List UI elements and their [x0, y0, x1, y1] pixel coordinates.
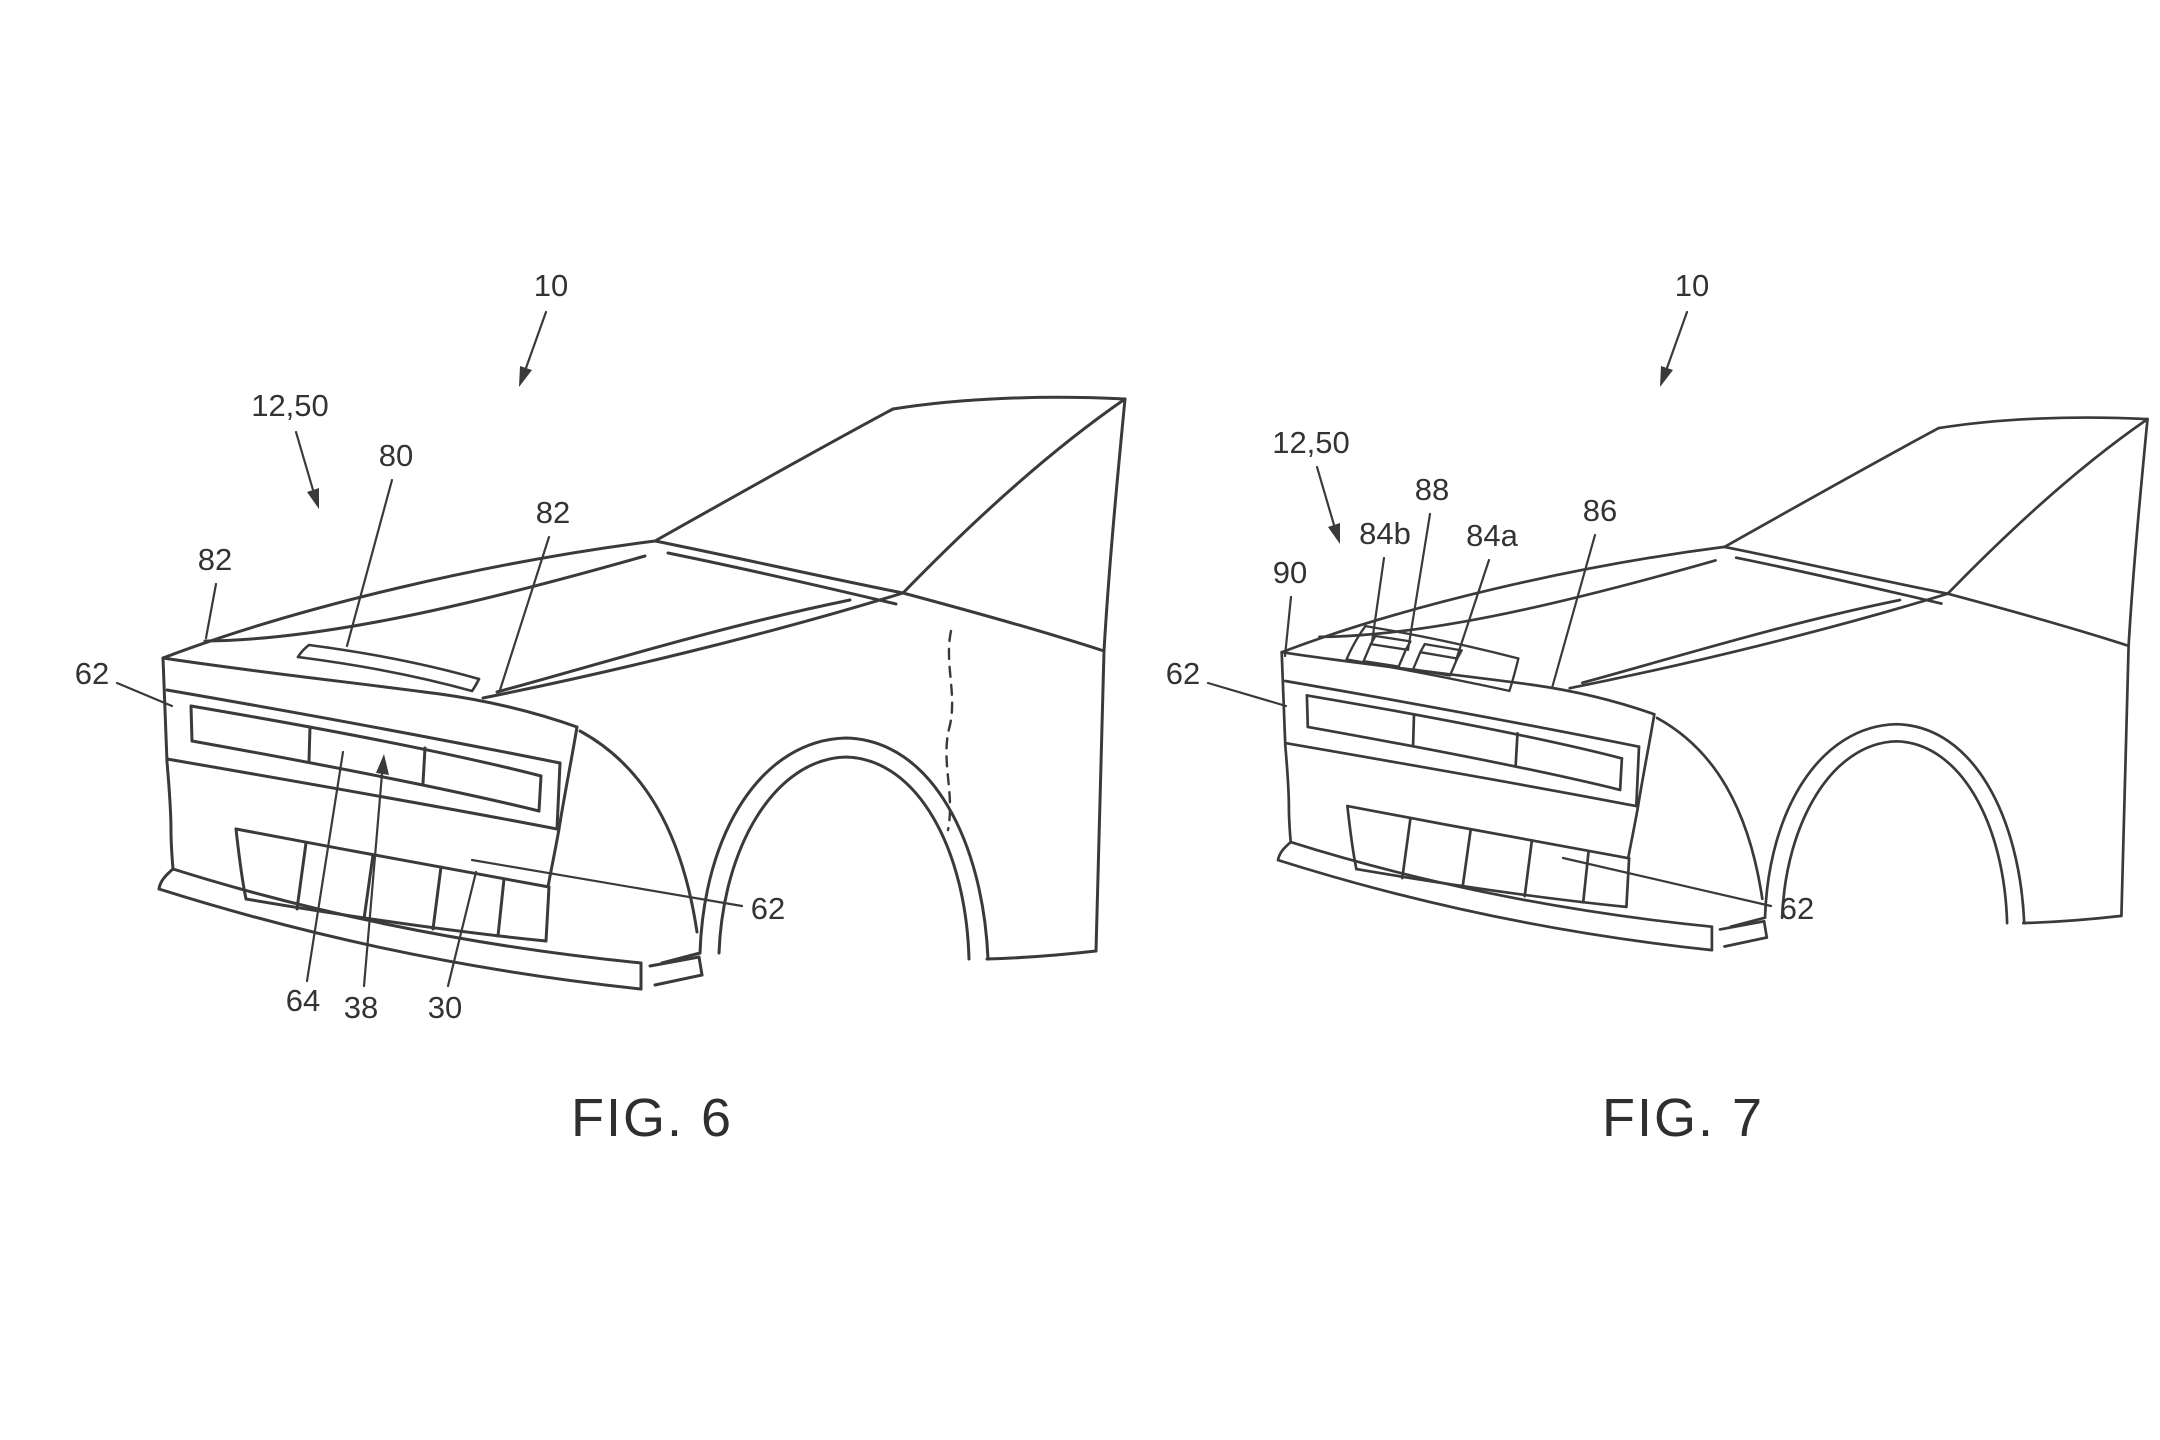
fig6-ref-label-80: 80	[379, 438, 413, 473]
arrowhead-ref-10	[1660, 366, 1673, 387]
fig7-ref-label-90: 90	[1273, 555, 1307, 590]
leader-ref-84b	[1370, 556, 1386, 644]
leader-ref-90	[1283, 595, 1293, 658]
fig6-ref-label-64: 64	[286, 983, 320, 1018]
leader-ref-86	[1550, 533, 1597, 690]
hood-scoop-front-edge	[1345, 658, 1511, 693]
hood-scoop-right-edge	[1508, 657, 1520, 693]
fig6-ref-label-30: 30	[428, 990, 462, 1025]
fig7-ref-label-10: 10	[1675, 268, 1709, 303]
fig7-reference-labels: 10 12,50 90 84b 88 84a 86 62 62	[1166, 268, 1814, 926]
fig6-ref-label-62-front: 62	[75, 656, 109, 691]
fig7-ref-label-62-front: 62	[1166, 656, 1200, 691]
fender-seam-dashed-line	[945, 629, 954, 832]
fig7-ref-label-12-50: 12,50	[1272, 425, 1350, 460]
leader-ref-10	[1665, 310, 1689, 370]
hood-scoop-rear-edge	[1364, 624, 1520, 660]
fig7-ref-label-62-rear: 62	[1780, 891, 1814, 926]
fig7-ref-label-88: 88	[1415, 472, 1449, 507]
leader-ref-64	[305, 750, 345, 983]
fig6-reference-labels: 10 12,50 80 82 82 62 62 64 38 30	[75, 268, 785, 1025]
hood-bulge-right-edge	[470, 677, 481, 693]
leader-ref-88	[1406, 512, 1432, 652]
fig6-ref-label-12-50: 12,50	[251, 388, 329, 423]
hood-vent-left	[1362, 642, 1408, 668]
leader-ref-62-rear	[1561, 856, 1773, 908]
fig7-ref-label-84b: 84b	[1359, 516, 1411, 551]
fig7-ref-label-84a: 84a	[1466, 518, 1518, 553]
arrowhead-ref-12-50	[307, 488, 319, 509]
hood-bulge-rear-edge	[307, 643, 481, 681]
fig7-hood-scoop	[1345, 624, 1520, 693]
fig6-ref-label-82-mid: 82	[536, 495, 570, 530]
hood-vent-right	[1411, 651, 1459, 677]
arrowhead-ref-38	[376, 754, 389, 775]
leader-ref-30	[446, 870, 478, 988]
fig6-ref-label-10: 10	[534, 268, 568, 303]
fig6-vehicle-drawing	[157, 395, 1127, 991]
leader-ref-12-50	[294, 430, 315, 492]
leader-ref-62-rear	[470, 858, 744, 908]
leader-ref-62-front	[115, 681, 174, 708]
leader-ref-10	[524, 310, 548, 370]
fig6: 10 12,50 80 82 82 62 62 64 38 30 FIG. 6	[75, 268, 1127, 1148]
hood-scoop-left-edge	[1345, 624, 1367, 661]
fig6-hood-bulge	[296, 629, 954, 832]
leader-ref-82-left	[204, 582, 218, 640]
leader-ref-82-mid	[498, 535, 551, 692]
fig6-ref-label-82-left: 82	[198, 542, 232, 577]
fig6-ref-label-62-rear: 62	[751, 891, 785, 926]
hood-vent-right-top	[1419, 642, 1463, 660]
fig6-caption: FIG. 6	[571, 1088, 733, 1148]
leader-ref-12-50	[1315, 465, 1336, 527]
hood-bulge-front-edge	[296, 655, 474, 693]
leader-ref-80	[345, 478, 394, 648]
arrowhead-ref-10	[519, 366, 532, 387]
leader-ref-62-front	[1206, 681, 1288, 708]
fig6-leader-lines	[115, 310, 744, 988]
arrowhead-ref-12-50	[1328, 523, 1340, 544]
fig7-ref-label-86: 86	[1583, 493, 1617, 528]
leader-ref-84a	[1454, 558, 1491, 662]
fig7-leader-lines	[1206, 310, 1773, 908]
fig6-ref-label-38: 38	[344, 990, 378, 1025]
leader-ref-38	[362, 772, 384, 988]
hood-bulge-left-edge	[296, 643, 311, 659]
fig7: 10 12,50 90 84b 88 84a 86 62 62 FIG. 7	[1166, 268, 2149, 1148]
fig7-caption: FIG. 7	[1602, 1088, 1764, 1148]
fig7-vehicle-drawing	[1276, 416, 2149, 952]
